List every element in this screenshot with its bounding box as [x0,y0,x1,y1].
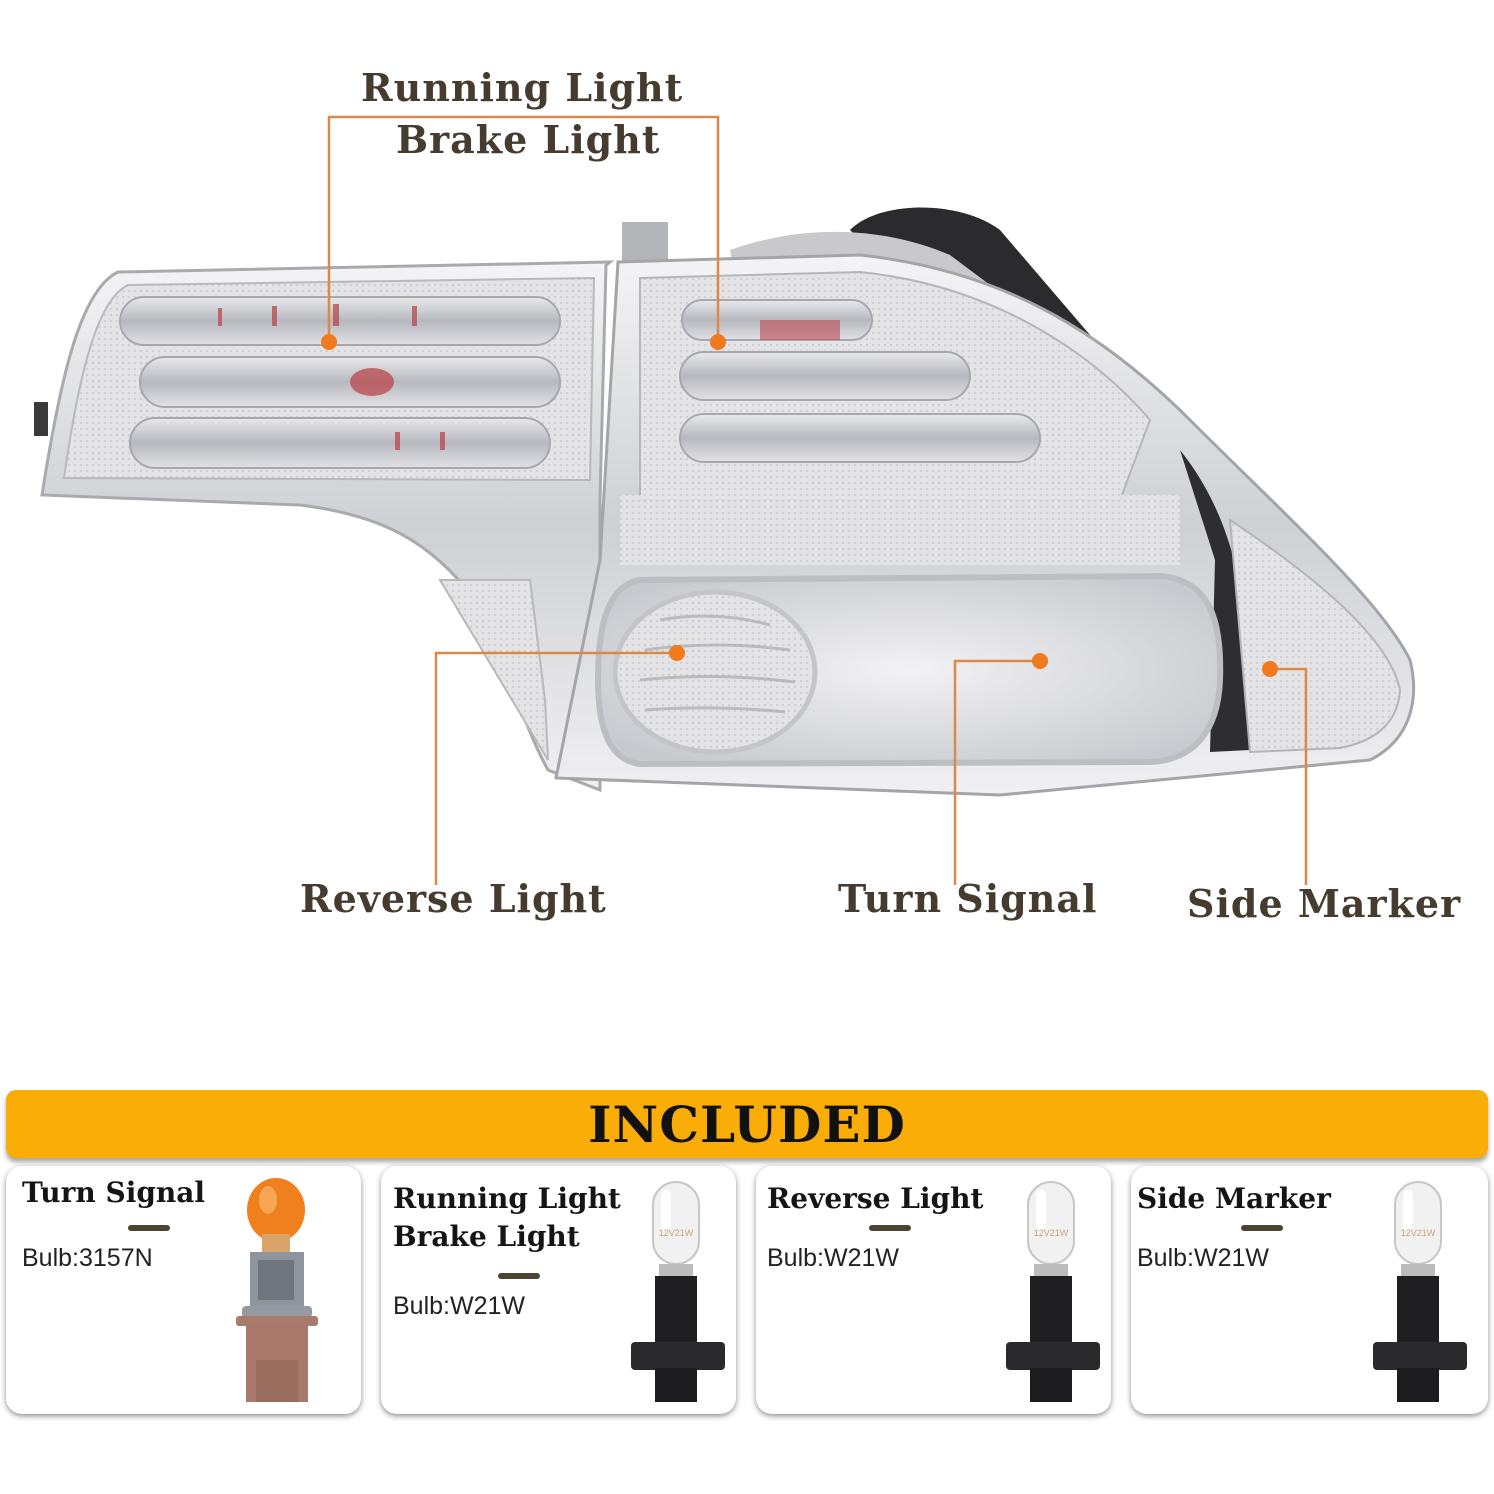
included-banner: INCLUDED [6,1090,1488,1158]
card-bulb-spec: Bulb:W21W [767,1244,899,1272]
card-divider [869,1225,911,1231]
clear-w21w-bulb-icon: 12V21W [1006,1181,1100,1402]
callout-leaders [327,115,1308,885]
card-bulb-spec: Bulb:W21W [393,1292,525,1320]
dot-running-brake-inner [321,334,337,350]
outer-tail-lamp [554,207,1416,797]
included-card-side-marker: Side Marker Bulb:W21W 12V21W [1131,1166,1488,1414]
callout-brake-light: Brake Light [392,121,665,159]
callout-dots [321,334,1278,677]
leader-turn [953,659,1040,885]
card-title: Side Marker [1137,1182,1331,1215]
svg-text:12V21W: 12V21W [1034,1228,1069,1238]
leader-side [1270,667,1308,885]
card-bulb-spec: Bulb:W21W [1137,1244,1269,1272]
dot-running-brake-outer [710,334,726,350]
card-title: Running Light Brake Light [393,1182,621,1253]
dot-side [1262,661,1278,677]
tail-light-diagram [34,115,1416,885]
card-bulb-spec: Bulb:3157N [22,1244,153,1272]
leader-running-brake [327,115,720,342]
card-divider [498,1273,540,1279]
dot-turn [1032,653,1048,669]
included-title: INCLUDED [588,1094,906,1154]
callout-side-marker: Side Marker [1187,881,1462,926]
callout-running-light: Running Light [361,65,684,110]
card-divider [128,1225,170,1231]
inner-tail-lamp [34,222,668,793]
svg-text:12V21W: 12V21W [1401,1228,1436,1238]
leader-reverse [434,651,677,885]
card-title: Turn Signal [22,1176,206,1209]
dot-reverse [669,645,685,661]
amber-3157-bulb-icon [236,1178,318,1402]
clear-w21w-bulb-icon: 12V21W [1373,1181,1467,1402]
included-card-turn-signal: Turn Signal Bulb:3157N [6,1166,361,1414]
callout-reverse-light: Reverse Light [300,876,607,921]
included-card-reverse-light: Reverse Light Bulb:W21W 12V21W [756,1166,1111,1414]
included-card-running-brake: Running Light Brake Light Bulb:W21W 12V2… [381,1166,736,1414]
card-title: Reverse Light [767,1182,984,1215]
clear-w21w-bulb-icon: 12V21W [631,1181,725,1402]
svg-text:12V21W: 12V21W [659,1228,694,1238]
card-divider [1241,1225,1283,1231]
callout-turn-signal: Turn Signal [838,876,1098,921]
